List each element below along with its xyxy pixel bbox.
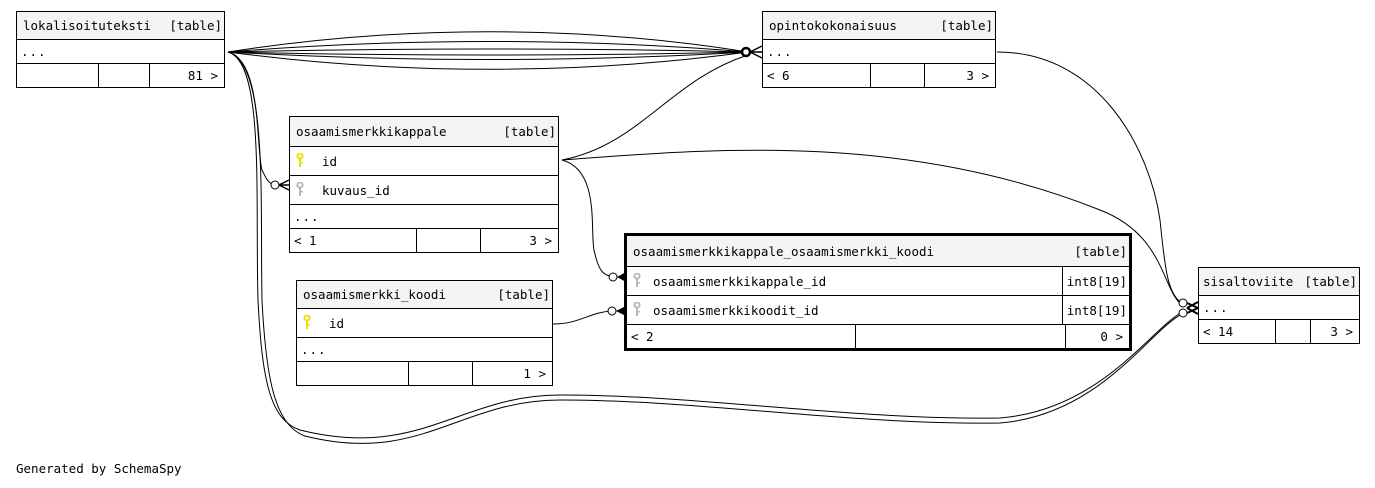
table-footer: 81 >: [17, 64, 224, 87]
table-osaamismerkkikappale-osaamismerkki-koodi[interactable]: osaamismerkkikappale_osaamismerkki_koodi…: [624, 233, 1132, 351]
table-footer: < 1 3 >: [290, 229, 558, 252]
columns-count: [408, 362, 472, 385]
edge-opintokokonaisuus-sisaltoviite: [996, 51, 1183, 304]
table-name: osaamismerkki_koodi: [303, 287, 446, 302]
edge-osaamismerkkikappale-opintokokonaisuus: [561, 54, 749, 161]
columns-count: [416, 229, 480, 252]
children-count[interactable]: 3 >: [924, 64, 995, 87]
table-sisaltoviite[interactable]: sisaltoviite [table] ... < 14 3 >: [1198, 267, 1360, 344]
column-row: osaamismerkkikappale_id int8[19]: [627, 267, 1129, 296]
columns-count: [870, 64, 924, 87]
children-count[interactable]: 0 >: [1065, 325, 1129, 348]
table-kind: [table]: [1074, 243, 1127, 259]
crowsfoot-join-1: [608, 272, 626, 282]
table-name: sisaltoviite: [1203, 274, 1294, 289]
column-row: osaamismerkkikoodit_id int8[19]: [627, 296, 1129, 325]
table-kind: [table]: [503, 124, 556, 139]
column-type: int8[19]: [1061, 267, 1129, 295]
primary-key-icon: [303, 313, 317, 332]
table-name: osaamismerkkikappale: [296, 124, 447, 139]
table-header: osaamismerkkikappale [table]: [290, 117, 558, 147]
edge-lokalisoituteksti-osaamismerkkikappale: [227, 51, 277, 186]
edge-lokalisoituteksti-opintokokonaisuus: [227, 51, 749, 56]
crowsfoot-join-2: [607, 306, 626, 316]
edge-lokalisoituteksti-opintokokonaisuus: [227, 51, 749, 70]
table-header: sisaltoviite [table]: [1199, 268, 1359, 296]
column-type: int8[19]: [1061, 296, 1129, 324]
edge-osaamismerkki-koodi-join: [552, 310, 613, 325]
table-kind: [table]: [940, 18, 993, 33]
crowsfoot-sisaltoviite: [1178, 298, 1199, 318]
table-name: lokalisoituteksti: [23, 18, 151, 33]
edge-lokalisoituteksti-opintokokonaisuus: [227, 31, 749, 53]
column-row: id: [290, 147, 558, 176]
crowsfoot-opintokokonaisuus: [728, 45, 763, 59]
foreign-key-icon: [633, 271, 647, 290]
table-name: opintokokonaisuus: [769, 18, 897, 33]
table-header: osaamismerkkikappale_osaamismerkki_koodi…: [627, 236, 1129, 267]
table-footer: < 2 0 >: [627, 325, 1129, 348]
column-name: id: [329, 315, 345, 331]
table-header: osaamismerkki_koodi [table]: [297, 281, 552, 309]
children-count[interactable]: 81 >: [149, 64, 224, 87]
table-osaamismerkkikappale[interactable]: osaamismerkkikappale [table] id kuvaus_i…: [289, 116, 559, 253]
column-name: kuvaus_id: [322, 182, 390, 198]
parents-count[interactable]: < 14: [1203, 324, 1234, 339]
edge-osaamismerkkikappale-sisaltoviite: [561, 149, 1183, 306]
table-opintokokonaisuus[interactable]: opintokokonaisuus [table] ... < 6 3 >: [762, 11, 996, 88]
parents-count[interactable]: [17, 64, 98, 87]
foreign-key-icon: [633, 300, 647, 319]
table-name: osaamismerkkikappale_osaamismerkki_koodi: [633, 243, 935, 259]
table-osaamismerkki-koodi[interactable]: osaamismerkki_koodi [table] id ... 1 >: [296, 280, 553, 386]
column-row: kuvaus_id: [290, 176, 558, 205]
columns-count: [855, 325, 1065, 348]
table-header: opintokokonaisuus [table]: [763, 12, 995, 40]
edge-lokalisoituteksti-opintokokonaisuus: [227, 41, 749, 53]
children-count[interactable]: 3 >: [1310, 320, 1359, 343]
more-columns: ...: [297, 338, 552, 362]
columns-count: [1275, 320, 1310, 343]
edge-osaamismerkkikappale-join: [561, 159, 613, 277]
generated-by-label: Generated by SchemaSpy: [16, 461, 182, 476]
columns-count: [98, 64, 149, 87]
primary-key-icon: [296, 151, 310, 170]
foreign-key-icon: [296, 180, 310, 199]
more-columns: ...: [1199, 296, 1359, 320]
parents-count[interactable]: < 1: [294, 233, 317, 248]
edge-lokalisoituteksti-sisaltoviite: [227, 51, 1183, 439]
table-kind: [table]: [1304, 274, 1357, 289]
crowsfoot-osaamismerkkikappale: [270, 179, 290, 191]
more-columns: ...: [290, 205, 558, 229]
children-count[interactable]: 3 >: [480, 229, 558, 252]
table-footer: < 6 3 >: [763, 64, 995, 87]
edge-lokalisoituteksti-opintokokonaisuus: [227, 48, 749, 53]
parents-count[interactable]: [297, 362, 408, 385]
edge-lokalisoituteksti-opintokokonaisuus: [227, 51, 749, 60]
more-columns: ...: [17, 40, 224, 64]
table-footer: < 14 3 >: [1199, 320, 1359, 343]
children-count[interactable]: 1 >: [472, 362, 552, 385]
table-lokalisoituteksti[interactable]: lokalisoituteksti [table] ... 81 >: [16, 11, 225, 88]
parents-count[interactable]: < 2: [631, 329, 654, 344]
column-name: osaamismerkkikappale_id: [653, 273, 827, 289]
more-columns: ...: [763, 40, 995, 64]
column-name: osaamismerkkikoodit_id: [653, 302, 819, 318]
parents-count[interactable]: < 6: [767, 68, 790, 83]
column-row: id: [297, 309, 552, 338]
table-kind: [table]: [497, 287, 550, 302]
table-header: lokalisoituteksti [table]: [17, 12, 224, 40]
edge-lokalisoituteksti-sisaltoviite: [227, 51, 1183, 444]
column-name: id: [322, 153, 338, 169]
table-kind: [table]: [169, 18, 222, 33]
table-footer: 1 >: [297, 362, 552, 385]
